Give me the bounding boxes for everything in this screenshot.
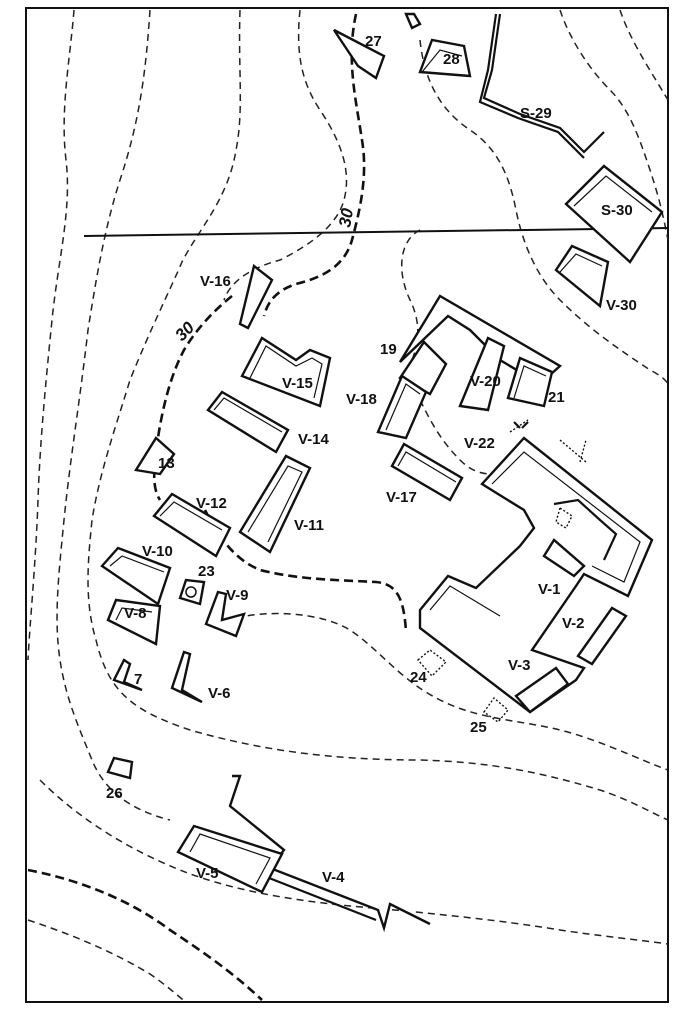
- label-v12: V-12: [196, 495, 227, 512]
- label-13: 13: [158, 455, 175, 472]
- label-v8: V-8: [124, 605, 147, 622]
- building-v12: [152, 492, 232, 558]
- building-27: [333, 28, 386, 80]
- label-21: 21: [548, 389, 565, 406]
- building-v20: [458, 336, 506, 412]
- label-27: 27: [365, 33, 382, 50]
- building-v10: [100, 546, 172, 606]
- building-s30: [564, 164, 664, 264]
- label-26: 26: [106, 785, 123, 802]
- building-13: [134, 436, 176, 476]
- building-v14: [206, 390, 290, 454]
- label-24: 24: [410, 669, 427, 686]
- building-fragment: [404, 12, 422, 30]
- label-v5: V-5: [196, 865, 219, 882]
- label-23: 23: [198, 563, 215, 580]
- label-v17: V-17: [386, 489, 417, 506]
- label-7: 7: [134, 671, 142, 688]
- label-25: 25: [470, 719, 487, 736]
- label-19: 19: [380, 341, 397, 358]
- building-23: [178, 578, 206, 606]
- label-v18: V-18: [346, 391, 377, 408]
- building-v3: [514, 666, 570, 714]
- contour-lines: [27, 9, 669, 945]
- building-labels: 27 28 S-29 S-30 V-30 V-16 V-15 V-14 13 V…: [106, 33, 637, 886]
- building-26: [106, 756, 134, 780]
- label-v9: V-9: [226, 587, 249, 604]
- building-v16: [238, 263, 274, 330]
- label-v14: V-14: [298, 431, 330, 448]
- label-v20: V-20: [470, 373, 501, 390]
- label-v6: V-6: [208, 685, 231, 702]
- building-v9: [204, 590, 246, 638]
- label-v30: V-30: [606, 297, 637, 314]
- building-v18: [376, 374, 428, 440]
- building-v15: [240, 336, 332, 408]
- structure-25: [483, 696, 509, 723]
- label-v3: V-3: [508, 657, 531, 674]
- label-v1: V-1: [538, 581, 561, 598]
- lower-boundary-line: [27, 868, 263, 1001]
- wall-v22: [513, 421, 529, 429]
- label-v22: V-22: [464, 435, 495, 452]
- building-7: [112, 658, 143, 692]
- label-28: 28: [443, 51, 460, 68]
- label-v4: V-4: [322, 869, 345, 886]
- label-s29: S-29: [520, 105, 552, 122]
- building-21: [506, 356, 554, 408]
- v1-annex: [542, 538, 586, 578]
- label-v10: V-10: [142, 543, 173, 560]
- buildings: [100, 12, 664, 933]
- building-v6: [170, 650, 203, 704]
- building-28: [418, 38, 472, 78]
- grid-line: [83, 227, 669, 237]
- label-s30: S-30: [601, 202, 633, 219]
- wall-s29: [482, 13, 605, 154]
- label-v2: V-2: [562, 615, 585, 632]
- building-v5: [176, 824, 284, 894]
- building-v11: [238, 454, 312, 554]
- label-v16: V-16: [200, 273, 231, 290]
- building-v17: [390, 442, 464, 502]
- building-v2: [576, 606, 628, 666]
- label-v11: V-11: [294, 517, 324, 534]
- label-v15: V-15: [282, 375, 313, 392]
- v1-inner-wall: [553, 498, 618, 561]
- contour-label: 30: [335, 206, 357, 228]
